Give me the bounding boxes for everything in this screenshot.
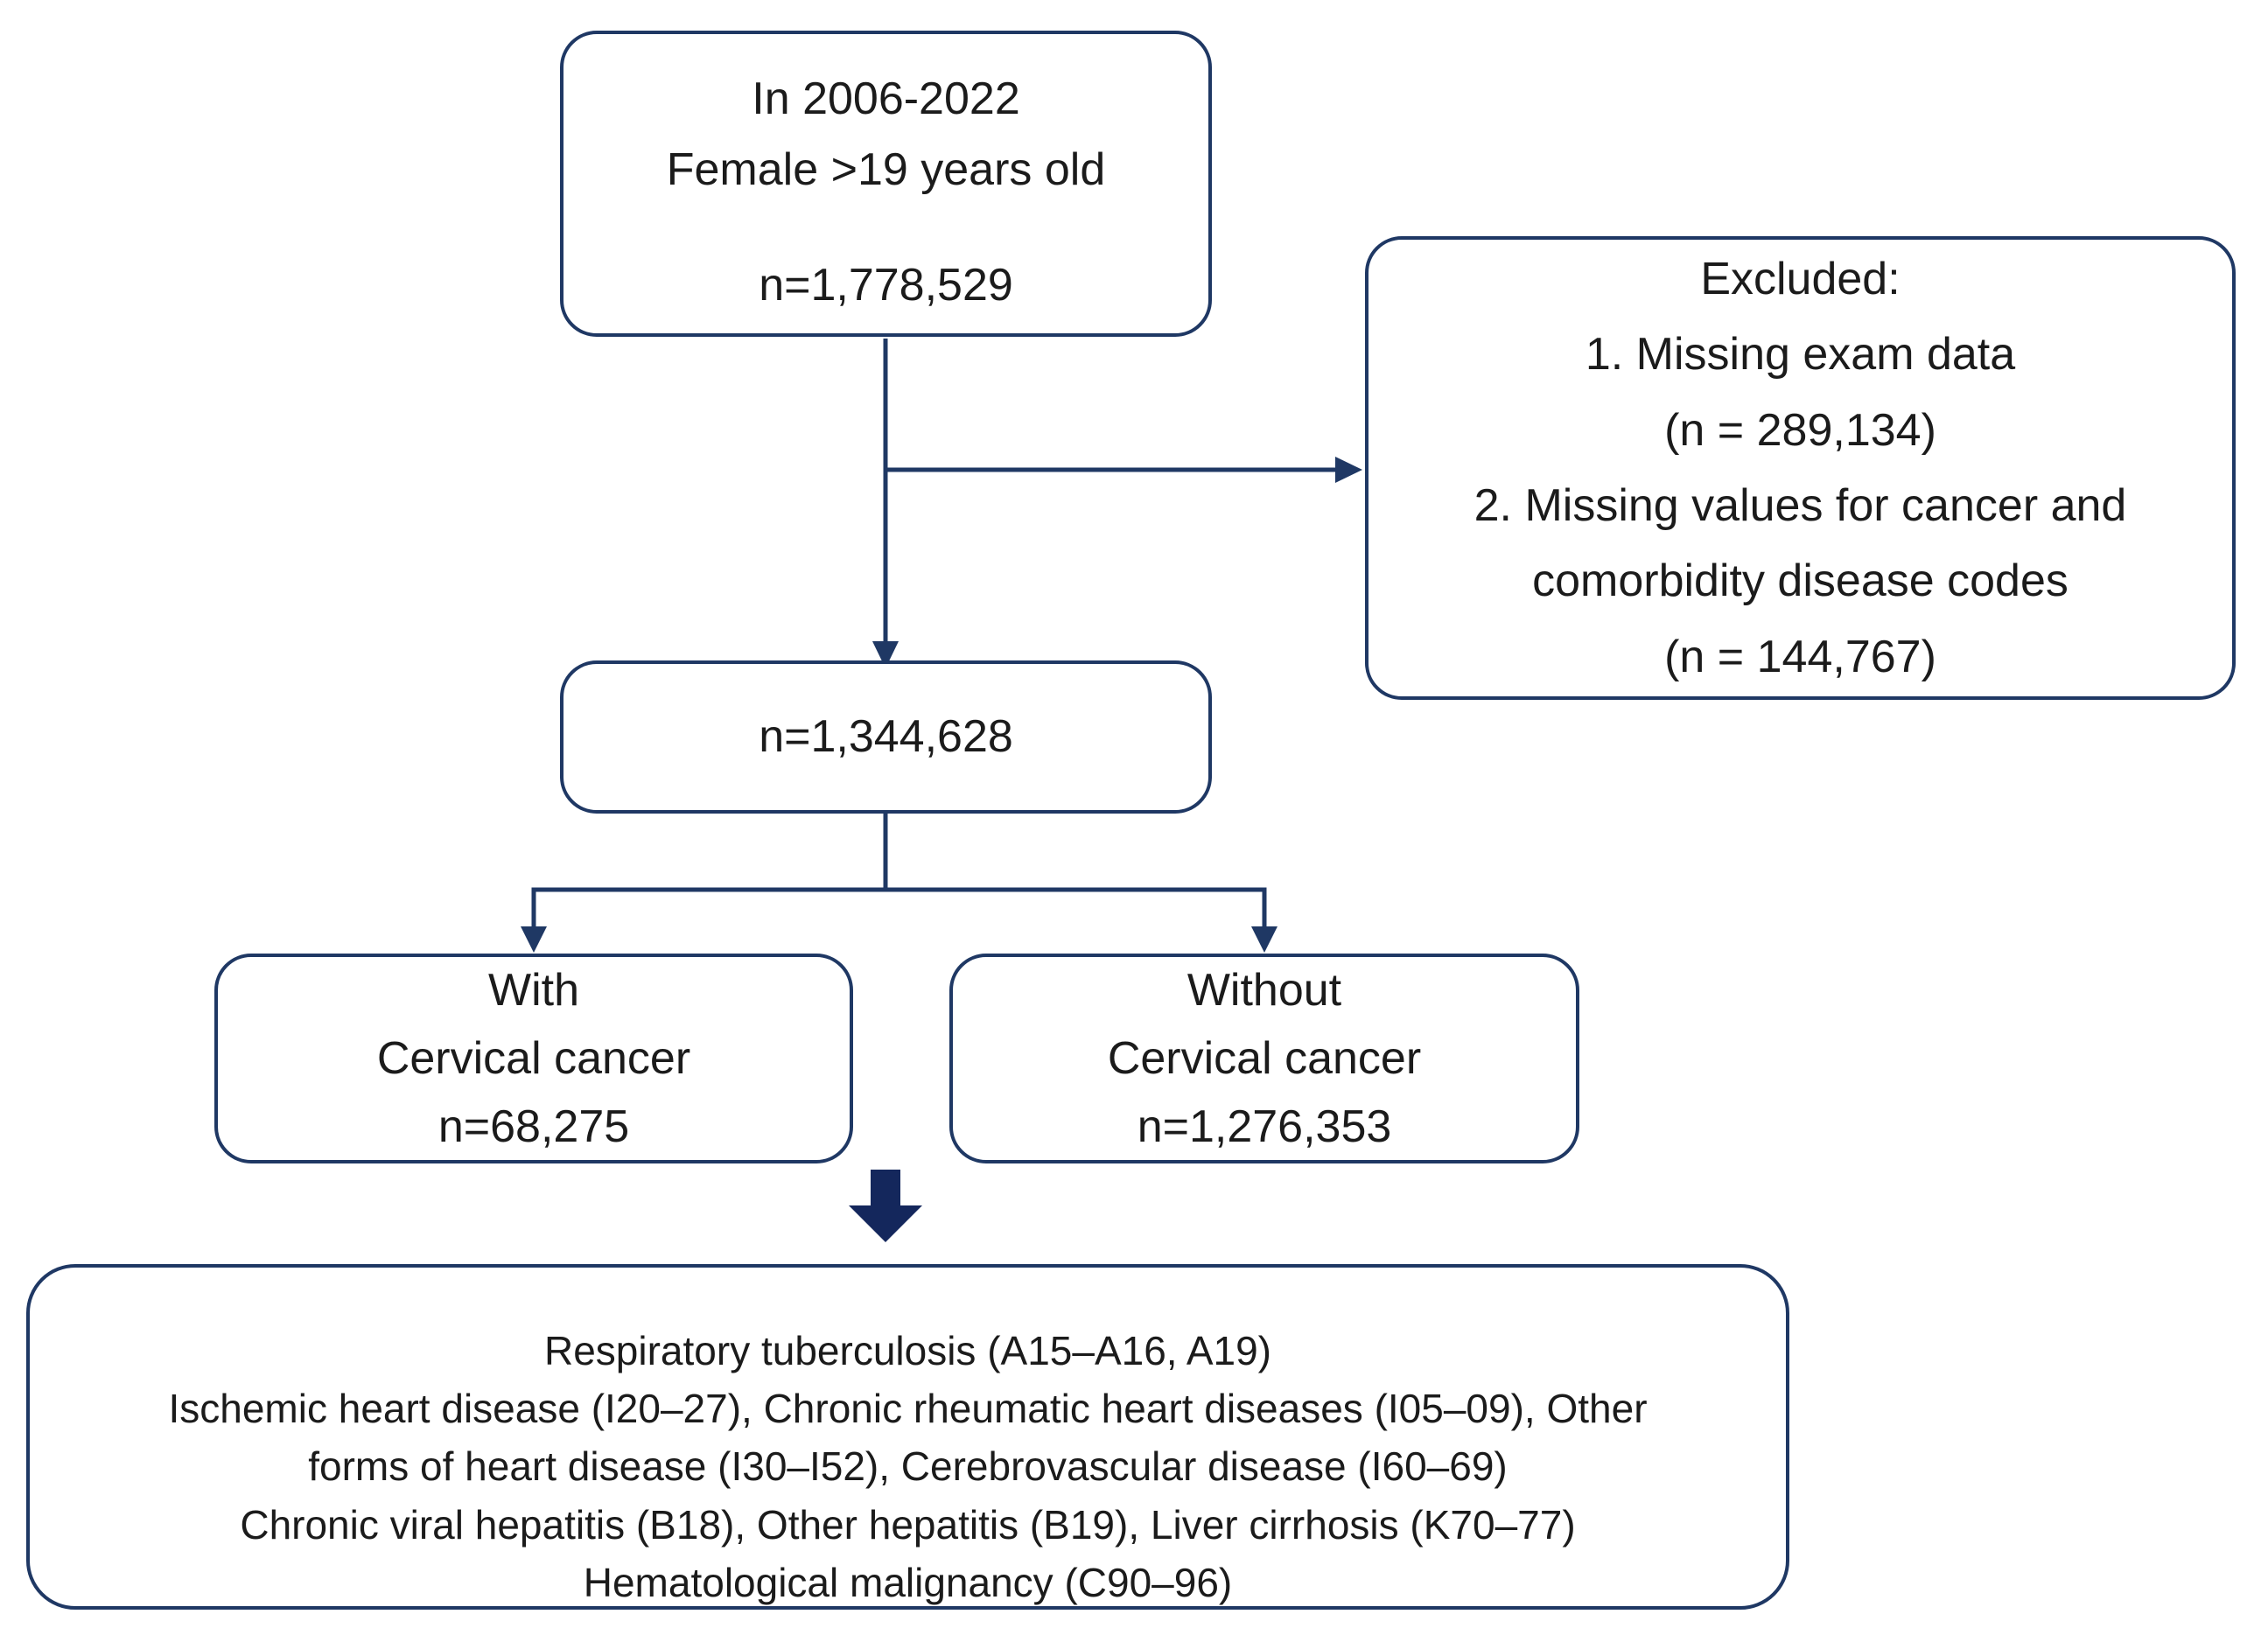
excluded-item2: 2. Missing values for cancer and — [1474, 480, 2127, 531]
excluded-item2-count: (n = 144,767) — [1664, 631, 1936, 682]
arrowhead-down-with-icon — [521, 926, 547, 953]
excluded-item1-count: (n = 289,134) — [1664, 404, 1936, 456]
arrowhead-down-without-icon — [1251, 926, 1278, 953]
flow-box-comorbidity-codes: Respiratory tuberculosis (A15–A16, A19) … — [26, 1264, 1789, 1610]
without-count: n=1,276,353 — [1137, 1101, 1392, 1152]
excluded-item2-cont: comorbidity disease codes — [1532, 555, 2068, 607]
with-count: n=68,275 — [438, 1101, 630, 1152]
after-exclusion-count: n=1,344,628 — [759, 711, 1013, 763]
without-label: Without — [1186, 965, 1342, 1016]
down-block-arrow-icon — [849, 1170, 922, 1242]
flow-box-after-exclusion: n=1,344,628 — [560, 660, 1212, 814]
flow-box-excluded: Excluded: 1. Missing exam data (n = 289,… — [1365, 236, 2236, 700]
comorbidity-line-2: Ischemic heart disease (I20–27), Chronic… — [168, 1386, 1648, 1432]
source-count: n=1,778,529 — [759, 260, 1013, 311]
comorbidity-line-3: forms of heart disease (I30–I52), Cerebr… — [308, 1443, 1508, 1490]
excluded-title: Excluded: — [1700, 254, 1900, 305]
with-label: With — [488, 965, 579, 1016]
comorbidity-line-5: Hematological malignancy (C90–96) — [583, 1559, 1233, 1605]
comorbidity-line-1: Respiratory tuberculosis (A15–A16, A19) — [544, 1328, 1271, 1373]
flow-box-with-cervical-cancer: With Cervical cancer n=68,275 — [214, 954, 853, 1163]
excluded-item1: 1. Missing exam data — [1585, 329, 2016, 381]
flow-box-source-population: In 2006-2022 Female >19 years old n=1,77… — [560, 31, 1212, 337]
comorbidity-line-4: Chronic viral hepatitis (B18), Other hep… — [240, 1501, 1576, 1548]
flow-box-without-cervical-cancer: Without Cervical cancer n=1,276,353 — [949, 954, 1579, 1163]
without-disease: Cervical cancer — [1107, 1033, 1422, 1084]
arrowhead-right-excluded-icon — [1335, 457, 1362, 483]
source-line-population: Female >19 years old — [666, 143, 1106, 195]
connector-split-bar — [531, 887, 1267, 929]
source-line-period: In 2006-2022 — [752, 73, 1020, 124]
with-disease: Cervical cancer — [376, 1033, 691, 1084]
